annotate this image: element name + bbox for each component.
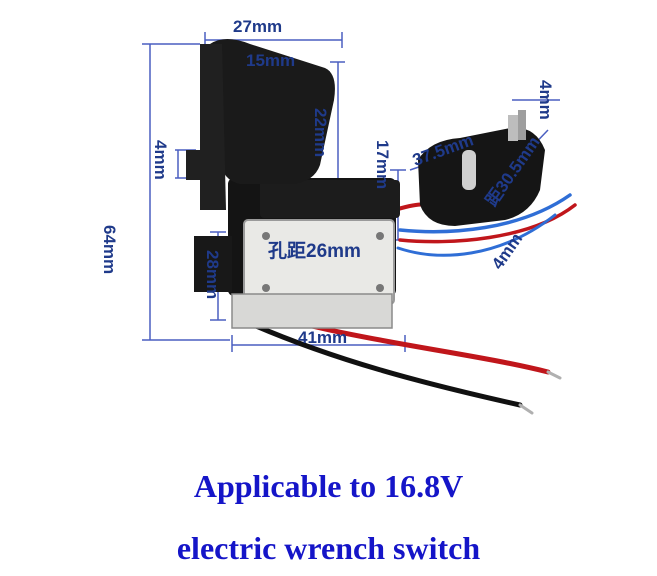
connector-block <box>418 110 545 226</box>
trigger <box>186 39 335 210</box>
caption-line-2: electric wrench switch <box>176 530 481 566</box>
switch-illustration <box>142 32 577 415</box>
dim-trigger-step: 4mm <box>151 140 170 180</box>
dim-trigger-width: 15mm <box>246 51 296 70</box>
dim-hole-spacing: 孔距26mm <box>268 241 361 262</box>
dim-body-depth: 28mm <box>203 250 222 300</box>
switch-body <box>194 178 400 329</box>
dim-height-total: 64mm <box>100 225 119 275</box>
dim-width-top: 27mm <box>233 17 283 36</box>
dim-connector-thickness: 4mm <box>536 80 555 120</box>
dim-body-height: 17mm <box>373 140 392 190</box>
caption-line-1: Applicable to 16.8V <box>193 468 464 504</box>
dim-body-width: 41mm <box>298 328 348 347</box>
product-photo: 27mm 15mm 22mm 64mm 4mm 17mm 孔距26mm 28mm… <box>100 17 577 415</box>
dim-trigger-height: 22mm <box>311 108 330 158</box>
